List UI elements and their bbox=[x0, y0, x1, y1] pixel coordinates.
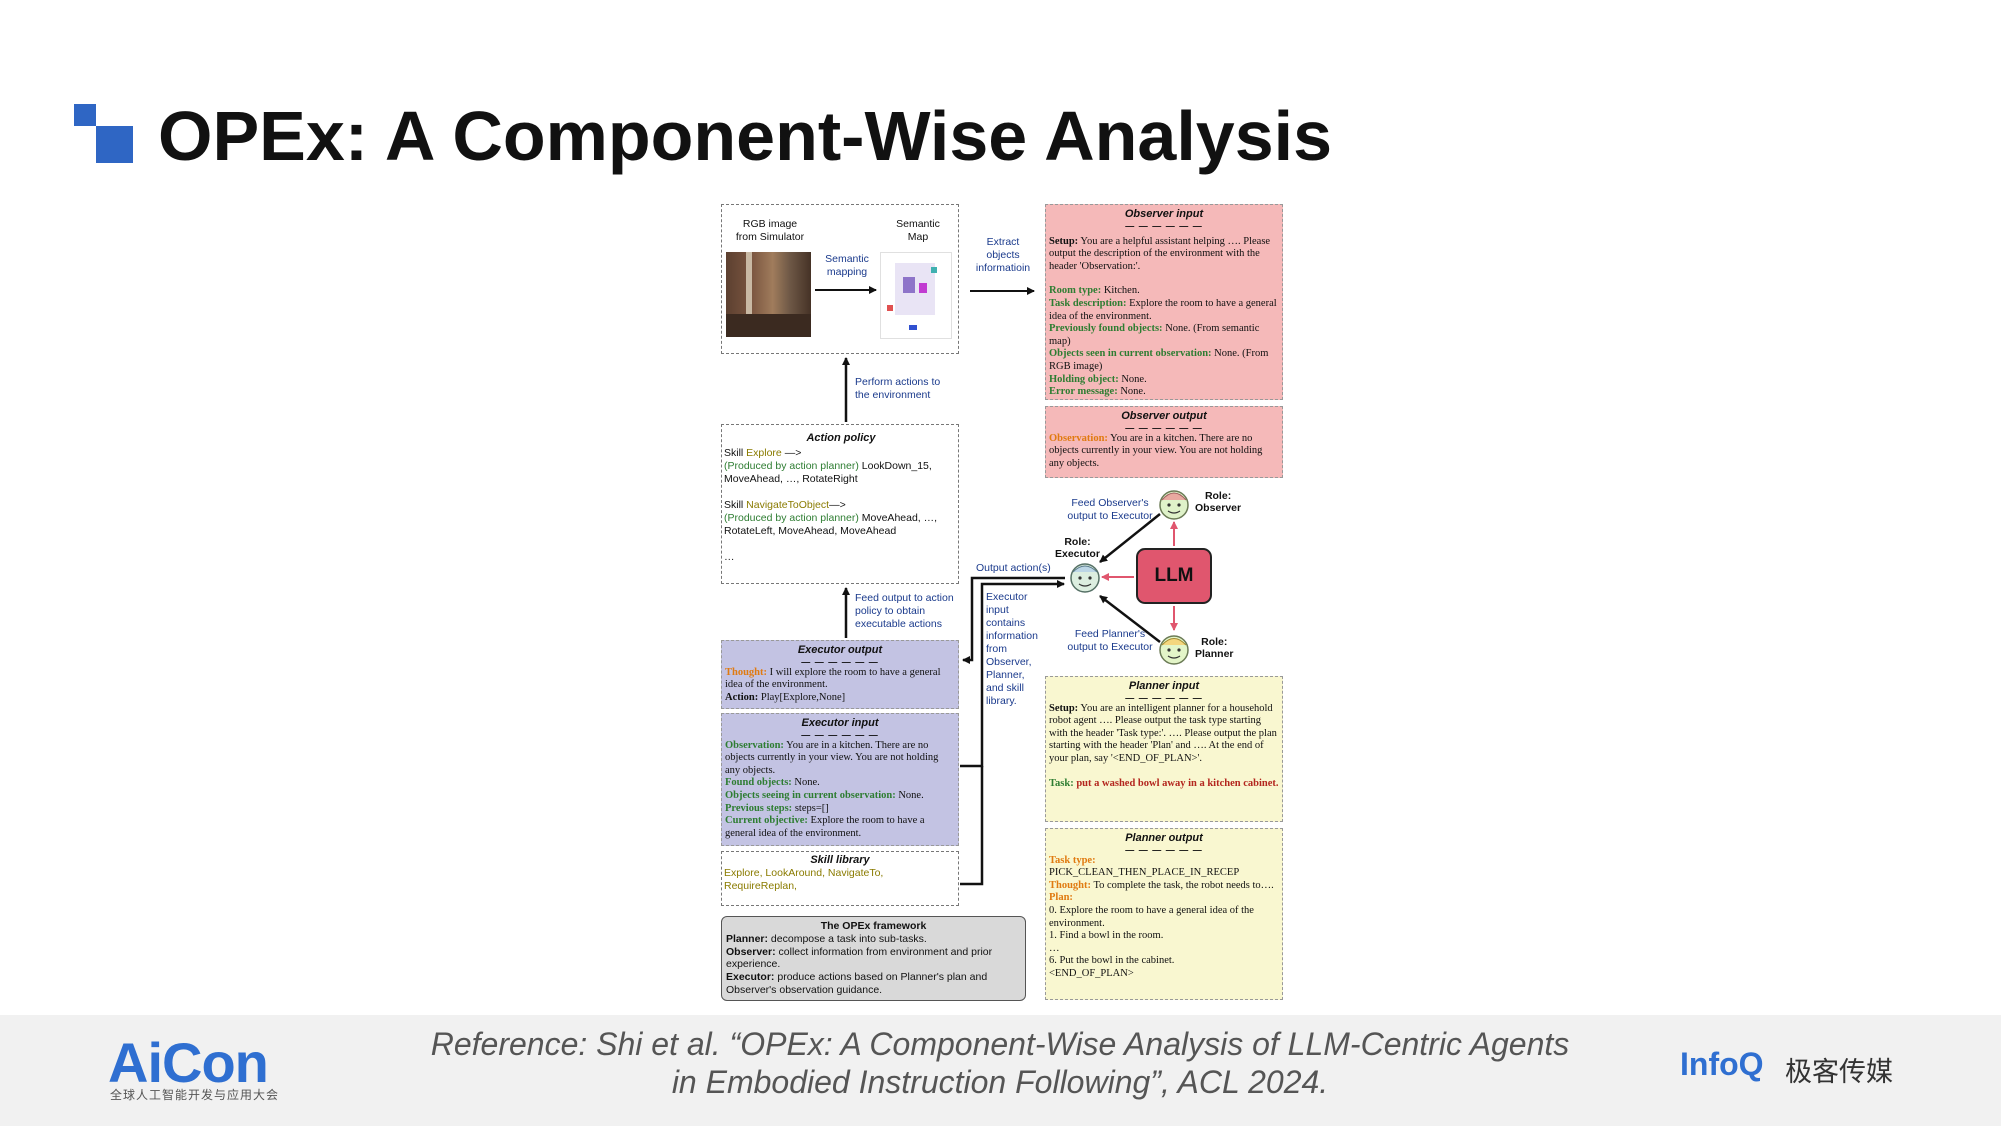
observer-output-box: Observer output — — — — — — Observation:… bbox=[1045, 406, 1283, 478]
title-logo-square-small bbox=[74, 104, 96, 126]
rgb-image-label: RGB image from Simulator bbox=[735, 218, 805, 243]
executor-input-box: Executor input — — — — — — Observation: … bbox=[721, 713, 959, 846]
perform-actions-label: Perform actions to the environment bbox=[855, 376, 941, 401]
feed-planner-label: Feed Planner's output to Executor bbox=[1067, 628, 1153, 653]
observer-input-box: Observer input — — — — — — Setup: You ar… bbox=[1045, 204, 1283, 400]
simulator-box bbox=[721, 204, 959, 354]
reference-citation: Reference: Shi et al. “OPEx: A Component… bbox=[430, 1026, 1570, 1100]
aicon-subtitle: 全球人工智能开发与应用大会 bbox=[110, 1088, 280, 1102]
planner-input-box: Planner input — — — — — — Setup: You are… bbox=[1045, 676, 1283, 822]
rgb-image bbox=[726, 252, 811, 337]
skill-library-content: Skill library Explore, LookAround, Navig… bbox=[724, 854, 884, 892]
aicon-logo: AiCon bbox=[108, 1031, 269, 1094]
feed-observer-label: Feed Observer's output to Executor bbox=[1067, 497, 1153, 522]
action-policy-content: Action policy Skill Explore —> (Produced… bbox=[724, 432, 938, 563]
llm-label: LLM bbox=[1154, 565, 1194, 586]
semantic-mapping-label: Semantic mapping bbox=[825, 253, 869, 278]
executor-input-note: Executor input contains information from… bbox=[986, 591, 1038, 707]
infoq-logo: InfoQ bbox=[1680, 1046, 1764, 1082]
role-executor-label: Role: Executor bbox=[1055, 536, 1100, 560]
skill-library-box bbox=[721, 851, 959, 906]
semantic-map-label: Semantic Map bbox=[896, 218, 940, 243]
planner-output-box: Planner output — — — — — — Task type: PI… bbox=[1045, 828, 1283, 1000]
framework-legend-box: The OPEx framework Planner: decompose a … bbox=[721, 916, 1026, 1001]
extract-objects-label: Extract objects informatioin bbox=[975, 236, 1031, 274]
slide-title: OPEx: A Component-Wise Analysis bbox=[158, 97, 1333, 175]
infoq-cn-logo: 极客传媒 bbox=[1785, 1057, 1893, 1087]
role-planner-label: Role: Planner bbox=[1195, 636, 1234, 660]
connector-skill-library bbox=[960, 766, 984, 886]
semantic-map-image bbox=[880, 252, 952, 339]
role-observer-label: Role: Observer bbox=[1195, 490, 1242, 514]
llm-box: LLM bbox=[1136, 548, 1212, 604]
title-logo-square-large bbox=[96, 126, 133, 163]
feed-output-label: Feed output to action policy to obtain e… bbox=[855, 592, 954, 630]
executor-output-box: Executor output — — — — — — Thought: I w… bbox=[721, 640, 959, 709]
action-policy-box bbox=[721, 424, 959, 584]
output-actions-label: Output action(s) bbox=[976, 562, 1051, 574]
footer-bar bbox=[0, 1015, 2001, 1126]
